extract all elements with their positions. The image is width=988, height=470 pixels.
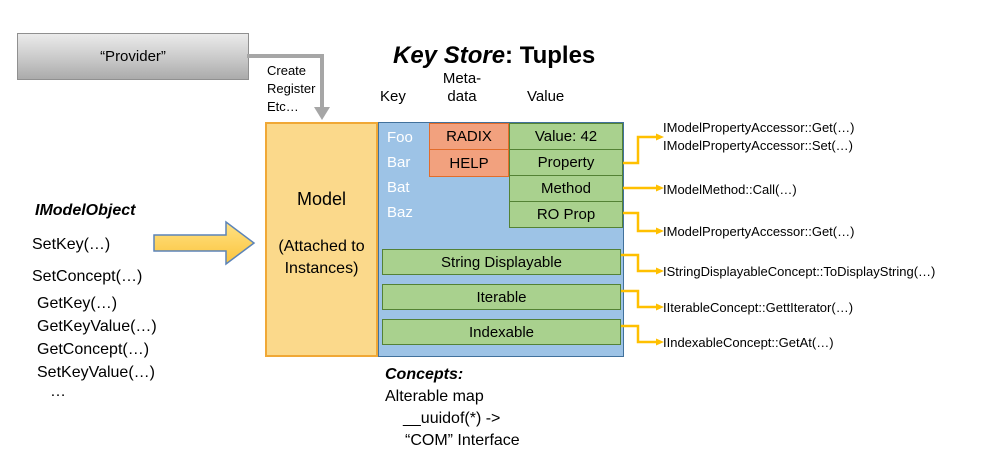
provider-arrow-down-icon: [314, 107, 330, 120]
imodelobject-method-getconcept: GetConcept(…): [37, 341, 150, 358]
model-box: Model (Attached to Instances): [265, 122, 378, 357]
provider-label: “Provider”: [100, 48, 166, 65]
imodelobject-method-setkey: SetKey(…): [32, 236, 111, 253]
model-box-subtitle: (Attached to Instances): [267, 236, 376, 280]
key-row-bat: Bat: [387, 179, 410, 196]
api-property-get: IModelPropertyAccessor::Get(…): [663, 120, 855, 135]
imodelobject-heading: IModelObject: [35, 202, 136, 219]
column-header-value: Value: [527, 88, 565, 105]
column-header-key: Key: [380, 88, 406, 105]
metadata-header-line2: data: [447, 88, 477, 105]
imodelobject-method-getkeyvalue: GetKeyValue(…): [37, 318, 157, 335]
metadata-cell-help: HELP: [429, 149, 509, 177]
concept-bar-string-displayable: String Displayable: [382, 249, 621, 275]
value-cell-roprop: RO Prop: [509, 201, 623, 228]
api-label-property: IModelPropertyAccessor::Get(…) IModelPro…: [663, 119, 854, 155]
key-row-baz: Baz: [387, 204, 413, 221]
imodelobject-method-ellipsis: …: [50, 383, 66, 400]
provider-arrow-caption: Create Register Etc…: [267, 62, 315, 116]
api-label-method: IModelMethod::Call(…): [663, 182, 797, 197]
caption-etc: Etc…: [267, 99, 299, 114]
imodelobject-method-getkey: GetKey(…): [37, 295, 118, 312]
model-box-title: Model: [296, 189, 347, 209]
provider-arrow-vertical: [320, 54, 324, 107]
imodelobject-arrow-icon: [152, 220, 256, 266]
title-emphasis: Key Store: [393, 42, 506, 69]
concept-bar-indexable: Indexable: [382, 319, 621, 345]
provider-box: “Provider”: [17, 33, 249, 80]
metadata-cell-radix: RADIX: [429, 123, 509, 150]
api-label-roprop: IModelPropertyAccessor::Get(…): [663, 224, 855, 239]
value-cell-method: Method: [509, 175, 623, 202]
connector-arrows-icon: [612, 115, 672, 355]
api-label-indexable: IIndexableConcept::GetAt(…): [663, 335, 834, 350]
column-header-metadata: Meta- data: [434, 70, 490, 106]
page-title: Key Store: Tuples: [393, 42, 595, 70]
concepts-note-line3: “COM” Interface: [405, 432, 520, 449]
title-rest: : Tuples: [505, 42, 596, 69]
imodelobject-method-setkeyvalue: SetKeyValue(…): [37, 364, 155, 381]
model-subtitle-line1: (Attached to: [278, 238, 365, 255]
key-row-foo: Foo: [387, 129, 413, 146]
caption-register: Register: [267, 81, 316, 96]
api-property-set: IModelPropertyAccessor::Set(…): [663, 138, 854, 153]
api-label-string-displayable: IStringDisplayableConcept::ToDisplayStri…: [663, 264, 936, 279]
value-cell-value42: Value: 42: [509, 123, 623, 150]
imodelobject-method-setconcept: SetConcept(…): [32, 268, 143, 285]
provider-arrow-horizontal: [247, 54, 324, 58]
caption-create: Create: [267, 63, 307, 78]
api-label-iterable: IIterableConcept::GettIterator(…): [663, 300, 854, 315]
concepts-note-line2: __uuidof(*) ->: [403, 410, 501, 427]
concept-bar-iterable: Iterable: [382, 284, 621, 310]
model-subtitle-line2: Instances): [284, 260, 359, 277]
key-store-panel: Foo Bar Bat Baz RADIX HELP Value: 42 Pro…: [378, 122, 624, 357]
concepts-note-line1: Alterable map: [385, 388, 484, 405]
key-row-bar: Bar: [387, 154, 411, 171]
value-cell-property: Property: [509, 149, 623, 176]
metadata-header-line1: Meta-: [442, 70, 482, 87]
concepts-note-heading: Concepts:: [385, 366, 464, 383]
